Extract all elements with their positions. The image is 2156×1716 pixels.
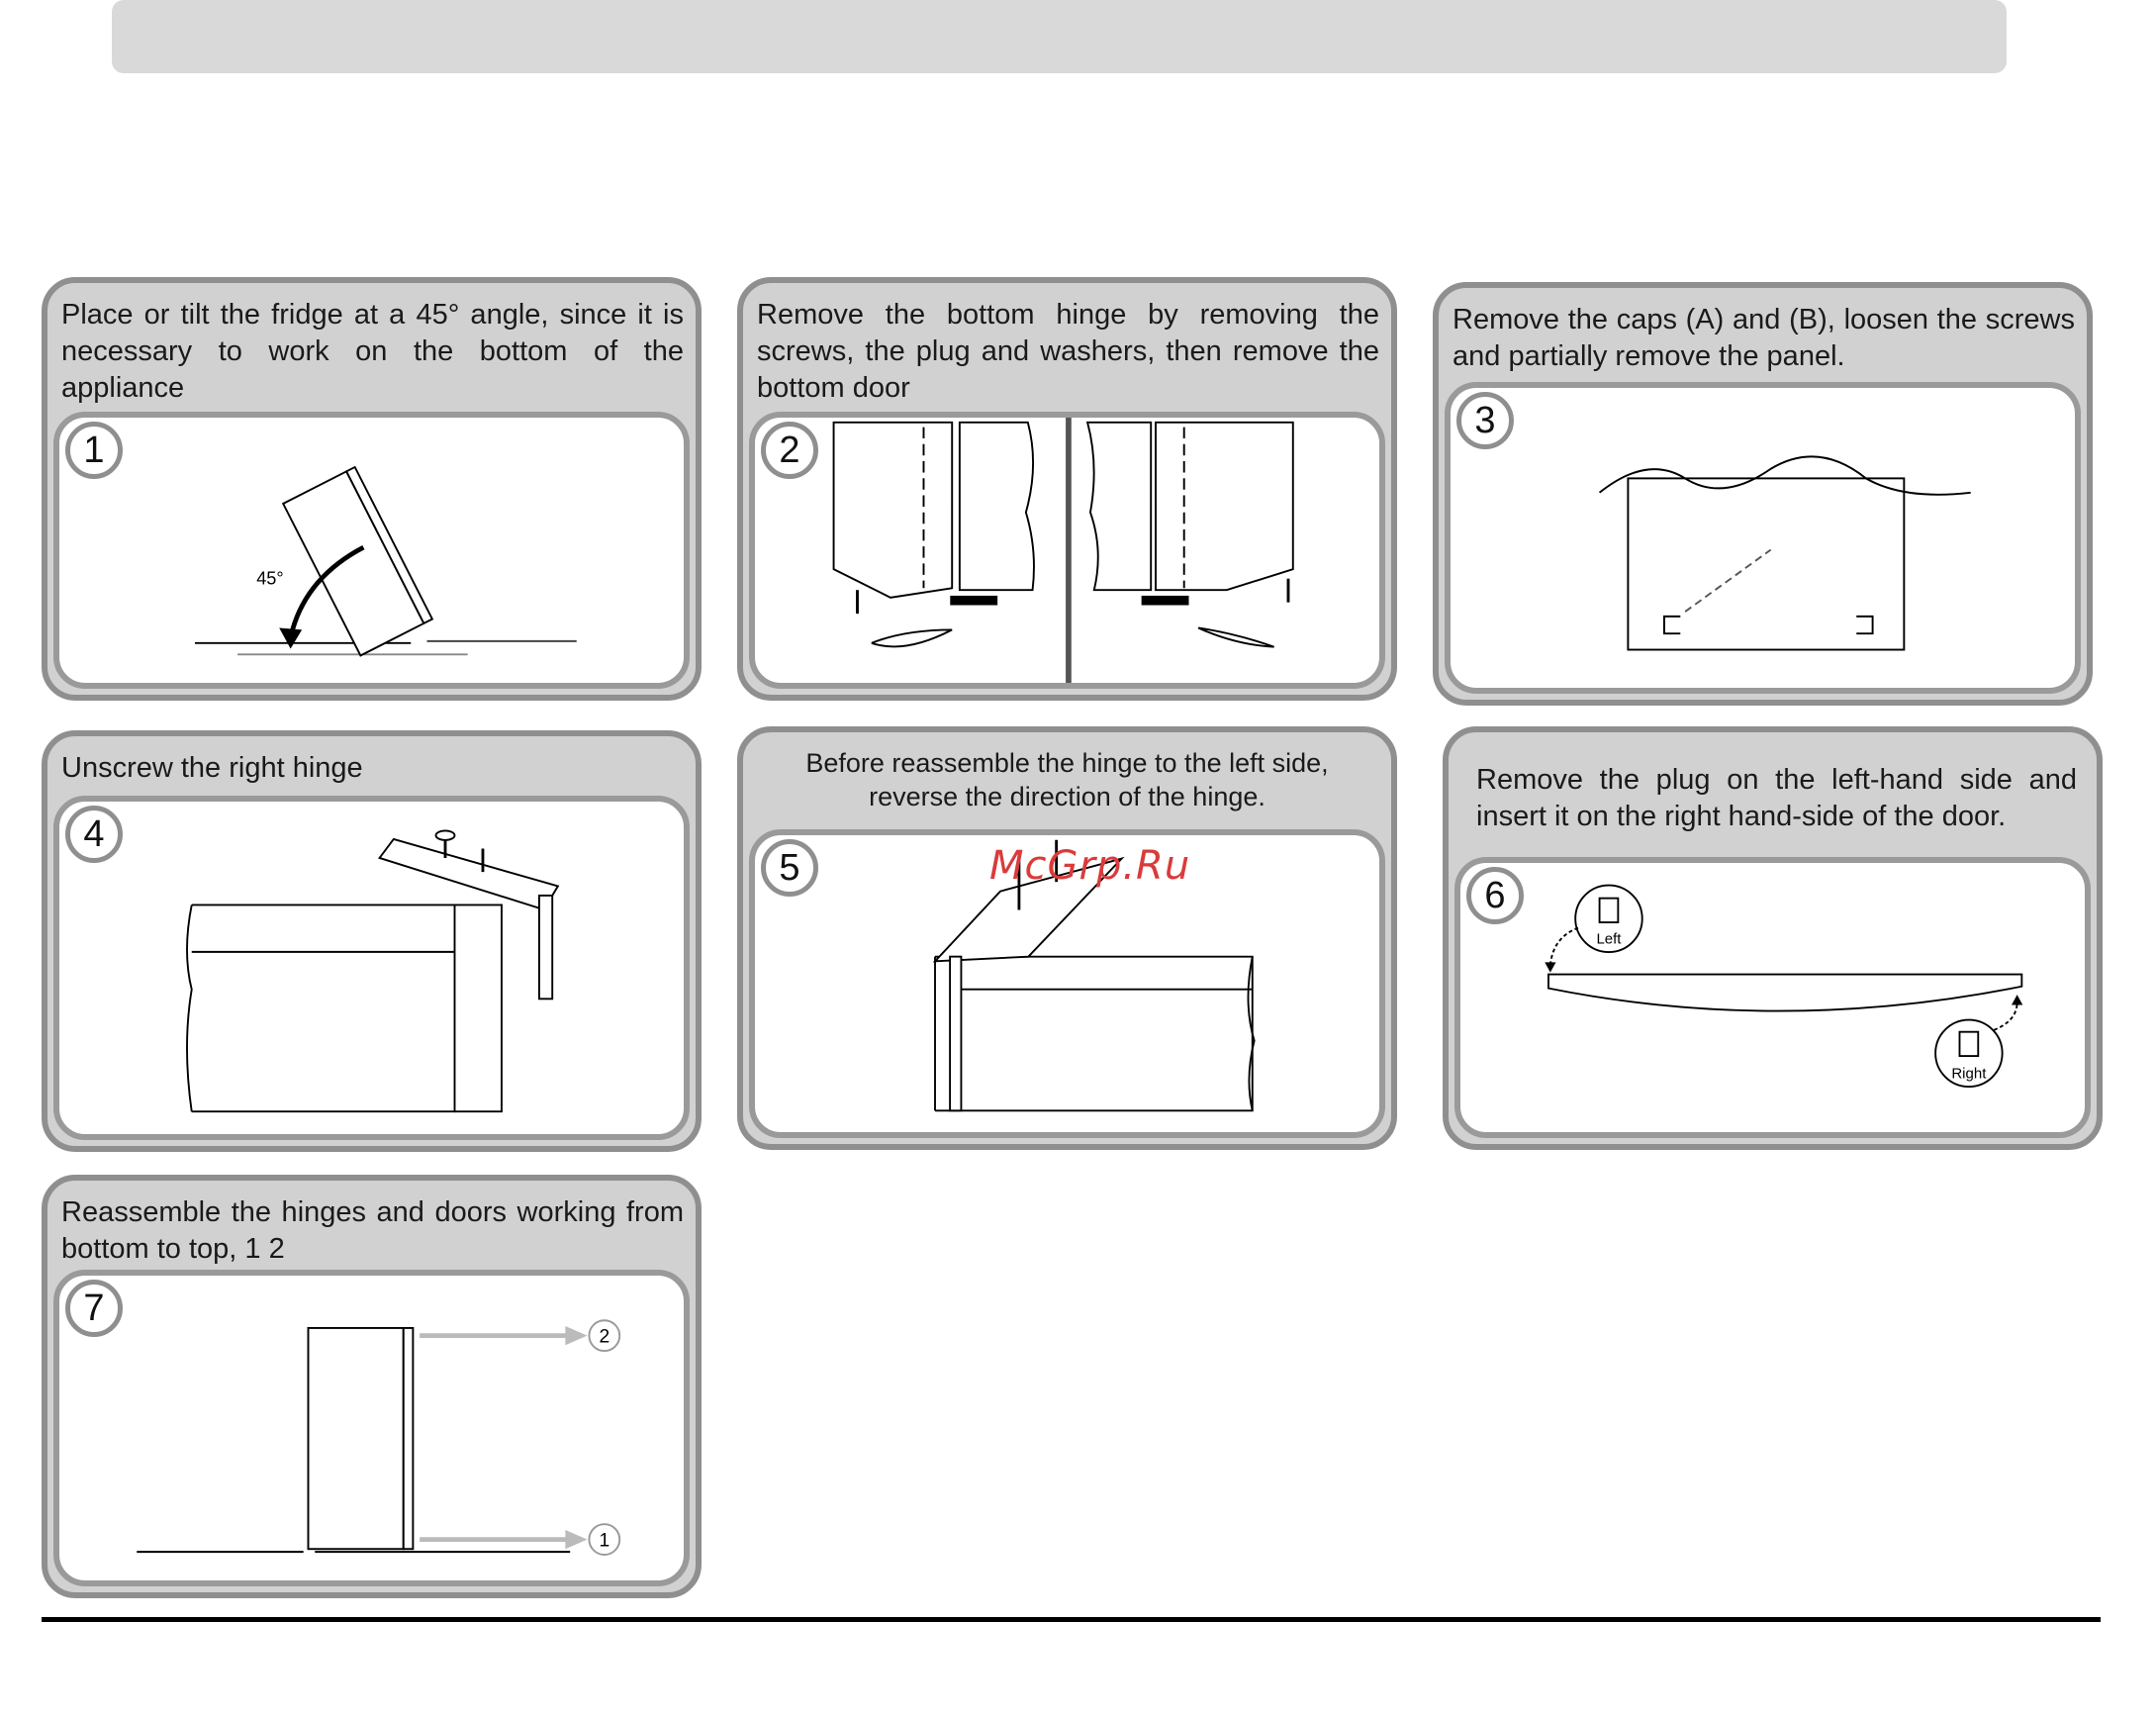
step-2-panel: Remove the bottom hinge by removing the … bbox=[737, 277, 1397, 701]
step-1-number: 1 bbox=[65, 422, 123, 479]
bottom-hinge-drawing bbox=[832, 418, 1294, 683]
marker-2: 2 bbox=[599, 1326, 609, 1347]
reverse-hinge-drawing bbox=[932, 839, 1256, 1112]
step-2-illustration: 2 bbox=[749, 412, 1385, 689]
step-3-number: 3 bbox=[1456, 392, 1514, 449]
step-7-illustration: 7 2 1 bbox=[53, 1270, 690, 1586]
step-2-number: 2 bbox=[761, 422, 818, 479]
step-1-illustration: 1 45° bbox=[53, 412, 690, 689]
reassembly-drawing: 2 1 bbox=[137, 1319, 621, 1556]
left-plug-label: Left bbox=[1596, 931, 1622, 948]
door-plug-drawing: Left Right bbox=[1545, 884, 2023, 1088]
step-3-panel: Remove the caps (A) and (B), loosen the … bbox=[1433, 282, 2093, 706]
step-7-text: Reassemble the hinges and doors working … bbox=[61, 1196, 684, 1265]
step-4-number: 4 bbox=[65, 806, 123, 863]
step-6-panel: Remove the plug on the left-hand side an… bbox=[1443, 726, 2103, 1150]
step-1-text: Place or tilt the fridge at a 45° angle,… bbox=[61, 299, 684, 404]
step-5-panel: Before reassemble the hinge to the left … bbox=[737, 726, 1397, 1150]
step-4-illustration: 4 bbox=[53, 796, 690, 1140]
step-4-text: Unscrew the right hinge bbox=[61, 752, 363, 784]
step-3-illustration: 3 bbox=[1445, 382, 2081, 694]
step-2-text: Remove the bottom hinge by removing the … bbox=[757, 299, 1379, 404]
step-6-illustration: 6 Left Right bbox=[1454, 857, 2091, 1138]
step-7-number: 7 bbox=[65, 1280, 123, 1337]
angle-label: 45° bbox=[256, 568, 283, 588]
step-1-panel: Place or tilt the fridge at a 45° angle,… bbox=[42, 277, 702, 701]
panel-removal-drawing bbox=[1598, 455, 1971, 651]
header-bar bbox=[112, 0, 2007, 73]
step-6-number: 6 bbox=[1466, 867, 1524, 924]
step-3-text: Remove the caps (A) and (B), loosen the … bbox=[1453, 304, 2075, 372]
right-hinge-drawing bbox=[186, 829, 560, 1113]
footer-rule bbox=[42, 1617, 2101, 1622]
step-5-number: 5 bbox=[761, 839, 818, 897]
step-4-panel: Unscrew the right hinge 4 bbox=[42, 730, 702, 1152]
watermark: McGrp.Ru bbox=[989, 843, 1191, 889]
step-7-panel: Reassemble the hinges and doors working … bbox=[42, 1175, 702, 1598]
right-plug-label: Right bbox=[1951, 1066, 1987, 1083]
step-5-text: Before reassemble the hinge to the left … bbox=[805, 748, 1329, 811]
tilted-fridge-drawing: 45° bbox=[194, 465, 577, 657]
marker-1: 1 bbox=[599, 1530, 609, 1551]
step-6-text: Remove the plug on the left-hand side an… bbox=[1476, 764, 2077, 832]
step-5-illustration: 5 bbox=[749, 829, 1385, 1138]
